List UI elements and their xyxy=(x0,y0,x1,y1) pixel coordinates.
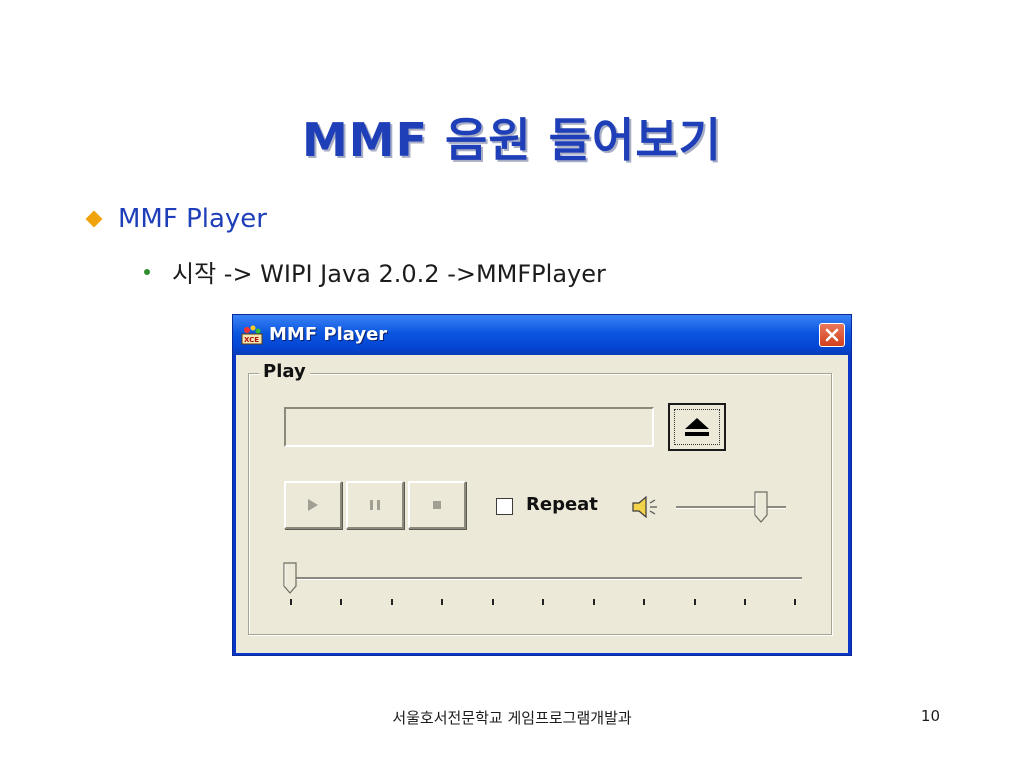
seek-slider-thumb[interactable] xyxy=(283,562,297,594)
file-path-field[interactable] xyxy=(284,407,654,447)
eject-icon xyxy=(685,418,709,436)
seek-tick xyxy=(492,599,494,605)
volume-slider-track[interactable] xyxy=(676,506,786,509)
seek-tick xyxy=(340,599,342,605)
bullet-2-text: 시작 -> WIPI Java 2.0.2 ->MMFPlayer xyxy=(172,260,606,288)
repeat-label[interactable]: Repeat xyxy=(526,494,598,515)
window-titlebar[interactable]: XCE MMF Player xyxy=(233,315,851,355)
slide-title: MMF 음원 들어보기 xyxy=(302,113,722,167)
seek-tick xyxy=(744,599,746,605)
seek-tick xyxy=(542,599,544,605)
stop-button[interactable] xyxy=(408,481,466,529)
bullet-1-text: MMF Player xyxy=(118,204,267,234)
stop-icon xyxy=(433,501,441,509)
seek-slider-track[interactable] xyxy=(286,577,802,580)
play-icon xyxy=(308,499,318,511)
seek-tick xyxy=(441,599,443,605)
play-button[interactable] xyxy=(284,481,342,529)
seek-tick xyxy=(391,599,393,605)
eject-button[interactable] xyxy=(668,403,726,451)
repeat-checkbox[interactable] xyxy=(496,498,513,515)
seek-tick xyxy=(694,599,696,605)
xce-app-icon: XCE xyxy=(241,325,263,345)
seek-tick xyxy=(643,599,645,605)
slide-footer: 서울호서전문학교 게임프로그램개발과 xyxy=(392,709,632,727)
speaker-icon xyxy=(632,495,657,519)
bullet-level-2: 시작 -> WIPI Java 2.0.2 ->MMFPlayer xyxy=(144,254,606,289)
pause-button[interactable] xyxy=(346,481,404,529)
close-x-icon xyxy=(825,328,839,342)
play-groupbox xyxy=(248,373,832,635)
pause-icon xyxy=(370,500,380,510)
seek-tick xyxy=(794,599,796,605)
close-button[interactable] xyxy=(819,323,845,347)
window-title: MMF Player xyxy=(269,324,388,345)
dot-bullet-icon xyxy=(144,268,150,275)
bullet-level-1: MMF Player xyxy=(84,204,267,234)
diamond-bullet-icon xyxy=(85,210,103,228)
svg-text:XCE: XCE xyxy=(244,336,259,344)
mmf-player-window: XCE MMF Player Play xyxy=(232,314,852,656)
seek-tick xyxy=(593,599,595,605)
seek-tick xyxy=(290,599,292,605)
focus-rect xyxy=(674,409,720,445)
window-client-area: Play Repeat xyxy=(236,355,848,653)
play-group-label: Play xyxy=(259,361,310,382)
volume-slider-thumb[interactable] xyxy=(754,491,768,523)
page-number: 10 xyxy=(920,707,940,725)
